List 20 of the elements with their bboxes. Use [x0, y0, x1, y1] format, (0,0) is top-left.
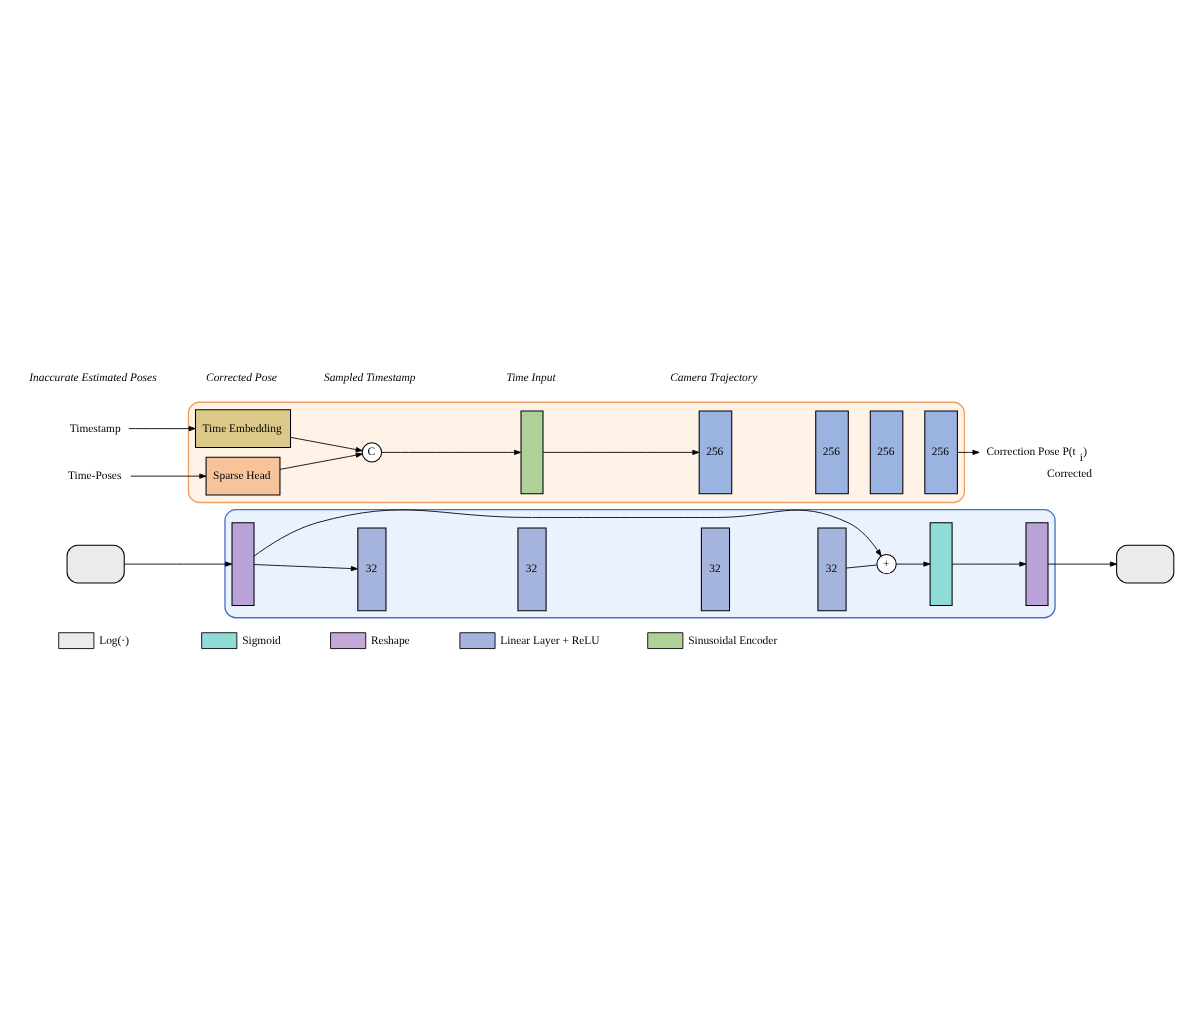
node-bar — [231, 521, 255, 605]
arrow — [957, 448, 980, 454]
arrow — [542, 448, 700, 454]
node-box — [1116, 543, 1175, 583]
arrow — [279, 451, 363, 469]
connector — [845, 563, 878, 568]
arrow — [290, 435, 363, 452]
arrow — [381, 448, 522, 454]
node-bar — [520, 409, 544, 494]
arrow — [253, 508, 882, 556]
arrow — [895, 560, 931, 566]
arrow — [128, 425, 196, 431]
node-box — [66, 543, 125, 583]
arrow — [130, 472, 207, 478]
arrow — [123, 560, 233, 566]
node-bar — [1025, 521, 1049, 605]
node-bar — [929, 521, 953, 605]
arrow — [1047, 560, 1117, 566]
arrow — [253, 563, 358, 571]
arrow — [951, 560, 1027, 566]
